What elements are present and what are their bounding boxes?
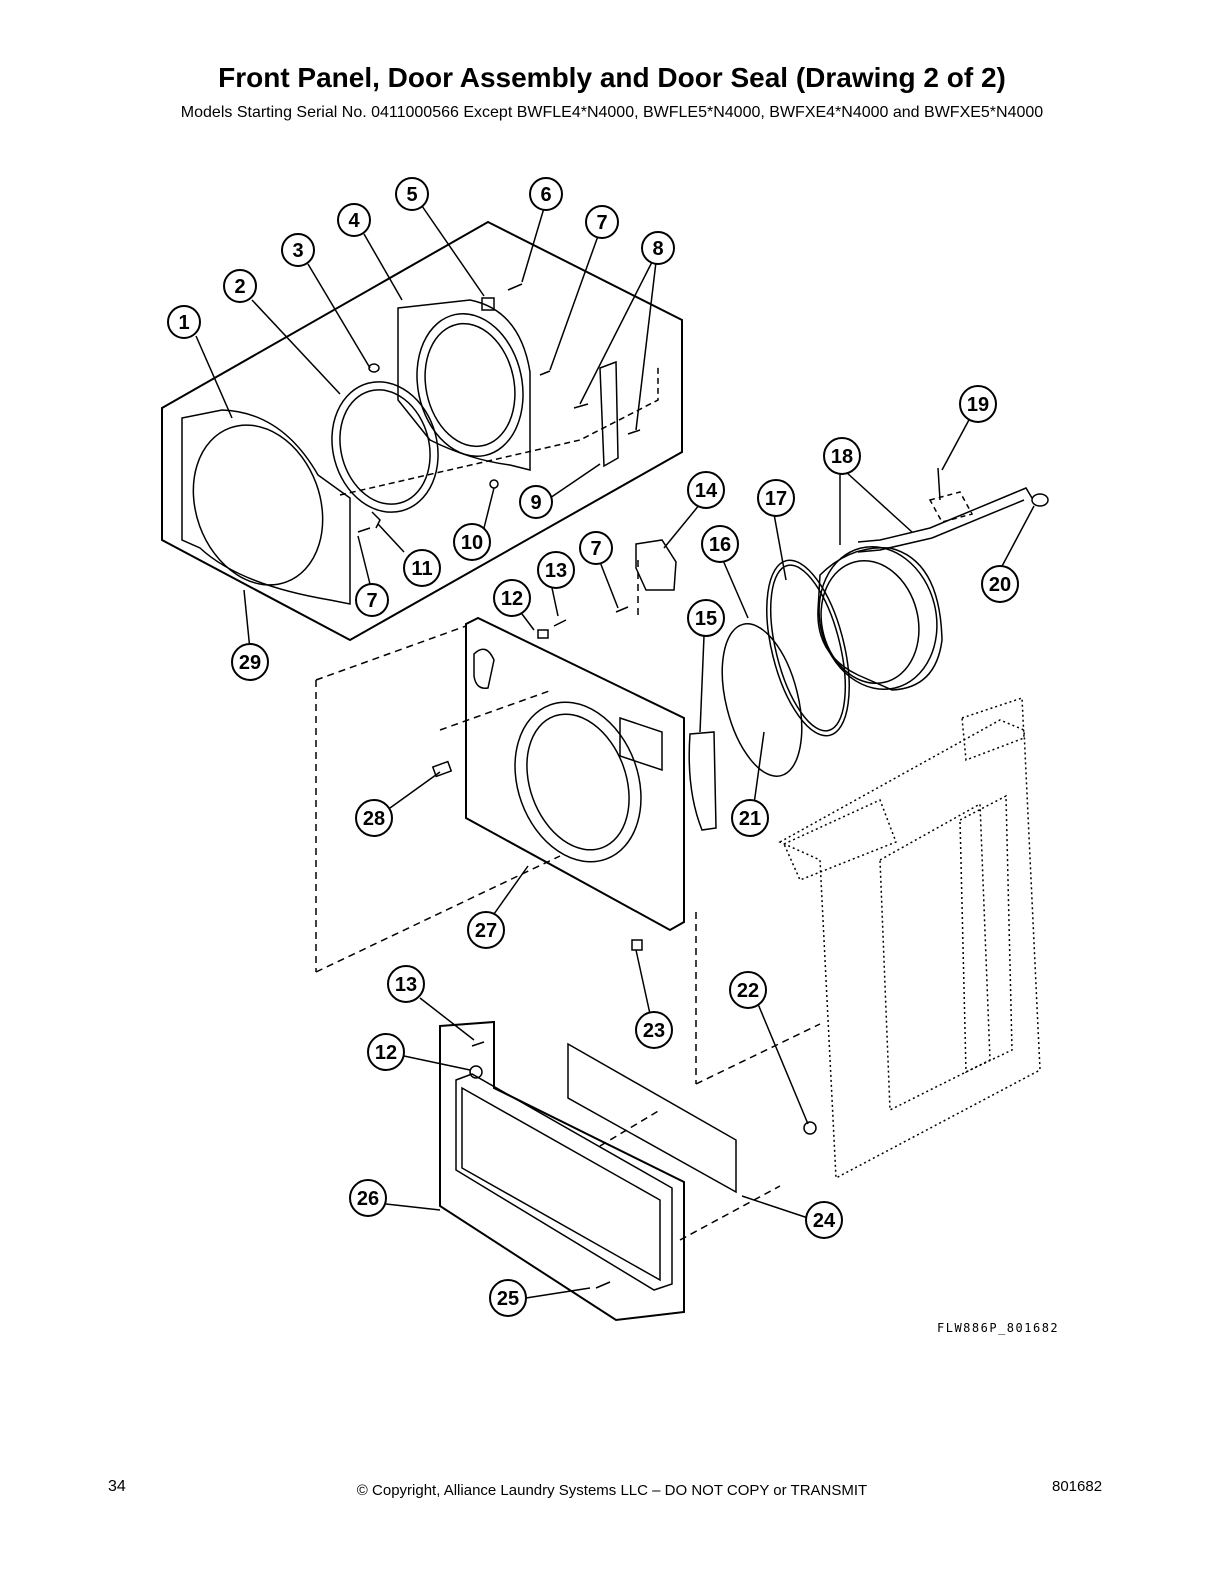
callout-24: 24 <box>805 1201 843 1239</box>
bezel-part <box>688 731 717 831</box>
callout-25: 25 <box>489 1279 527 1317</box>
callout-label: 20 <box>989 574 1011 596</box>
callout-14: 14 <box>687 471 725 509</box>
callout-label: 6 <box>540 184 551 206</box>
callout-label: 12 <box>375 1042 397 1064</box>
callout-label: 29 <box>239 652 261 674</box>
callout-13b: 13 <box>387 965 425 1003</box>
callout-label: 17 <box>765 488 787 510</box>
callout-21: 21 <box>731 799 769 837</box>
seal-clamp-part <box>766 559 850 737</box>
callout-17: 17 <box>757 479 795 517</box>
callout-9: 9 <box>519 485 553 519</box>
callout-28: 28 <box>355 799 393 837</box>
callout-label: 2 <box>234 276 245 298</box>
callout-label: 21 <box>739 808 761 830</box>
callout-label: 13 <box>545 560 567 582</box>
callout-4: 4 <box>337 203 371 237</box>
document-number: 801682 <box>1052 1478 1103 1495</box>
callout-29: 29 <box>231 643 269 681</box>
callout-label: 13 <box>395 974 417 996</box>
callout-label: 5 <box>406 184 417 206</box>
callout-label: 24 <box>813 1210 836 1232</box>
hinge-part <box>599 360 619 468</box>
callout-5: 5 <box>395 177 429 211</box>
callout-label: 3 <box>292 240 303 262</box>
callout-label: 7 <box>366 590 377 612</box>
callout-label: 12 <box>501 588 523 610</box>
callout-12a: 12 <box>493 579 531 617</box>
outer-door-part <box>181 409 351 605</box>
callout-label: 25 <box>497 1288 519 1310</box>
drawing-id: FLW886P_801682 <box>937 1321 1060 1335</box>
callout-label: 23 <box>643 1020 665 1042</box>
callout-label: 16 <box>709 534 731 556</box>
callout-label: 1 <box>178 312 189 334</box>
callout-label: 26 <box>357 1188 379 1210</box>
callout-label: 15 <box>695 608 717 630</box>
clamp-ring-part <box>721 623 803 777</box>
door-assembly-outline <box>161 220 683 642</box>
callout-11: 11 <box>403 549 441 587</box>
callout-1: 1 <box>167 305 201 339</box>
callout-8: 8 <box>641 231 675 265</box>
callout-label: 14 <box>695 480 718 502</box>
callout-label: 7 <box>590 538 601 560</box>
callout-label: 10 <box>461 532 483 554</box>
callout-16: 16 <box>701 525 739 563</box>
lower-panel-outline <box>439 1020 685 1322</box>
callout-13a: 13 <box>537 551 575 589</box>
callout-label: 18 <box>831 446 853 468</box>
callout-20: 20 <box>981 565 1019 603</box>
filter-panel-part <box>567 1042 737 1194</box>
callout-19: 19 <box>959 385 997 423</box>
callout-26: 26 <box>349 1179 387 1217</box>
callout-6: 6 <box>529 177 563 211</box>
page-subtitle: Models Starting Serial No. 0411000566 Ex… <box>180 104 1044 121</box>
callout-label: 19 <box>967 394 989 416</box>
front-panel-part <box>465 616 685 932</box>
callout-3: 3 <box>281 233 315 267</box>
callout-label: 7 <box>596 212 607 234</box>
callout-22: 22 <box>729 971 767 1009</box>
hose-part <box>857 487 1033 543</box>
callout-2: 2 <box>223 269 257 303</box>
callout-label: 8 <box>652 238 663 260</box>
callout-23: 23 <box>635 1011 673 1049</box>
callout-label: 9 <box>530 492 541 514</box>
callout-label: 11 <box>411 558 432 580</box>
page-number: 34 <box>108 1478 126 1495</box>
page-title: Front Panel, Door Assembly and Door Seal… <box>218 62 1006 93</box>
callout-18: 18 <box>823 437 861 475</box>
callout-label: 28 <box>363 808 385 830</box>
copyright-notice: © Copyright, Alliance Laundry Systems LL… <box>356 1482 868 1499</box>
lower-panel-part <box>455 1073 673 1291</box>
door-switch-part <box>635 539 677 591</box>
callout-7b: 7 <box>355 583 389 617</box>
callout-7a: 7 <box>585 205 619 239</box>
callout-10: 10 <box>453 523 491 561</box>
callout-label: 22 <box>737 980 759 1002</box>
callout-12b: 12 <box>367 1033 405 1071</box>
callout-label: 4 <box>348 210 360 232</box>
cabinet-part <box>778 719 1041 1180</box>
callout-27: 27 <box>467 911 505 949</box>
callout-15: 15 <box>687 599 725 637</box>
callout-label: 27 <box>475 920 497 942</box>
door-glass-part <box>331 381 439 513</box>
callout-7c: 7 <box>579 531 613 565</box>
